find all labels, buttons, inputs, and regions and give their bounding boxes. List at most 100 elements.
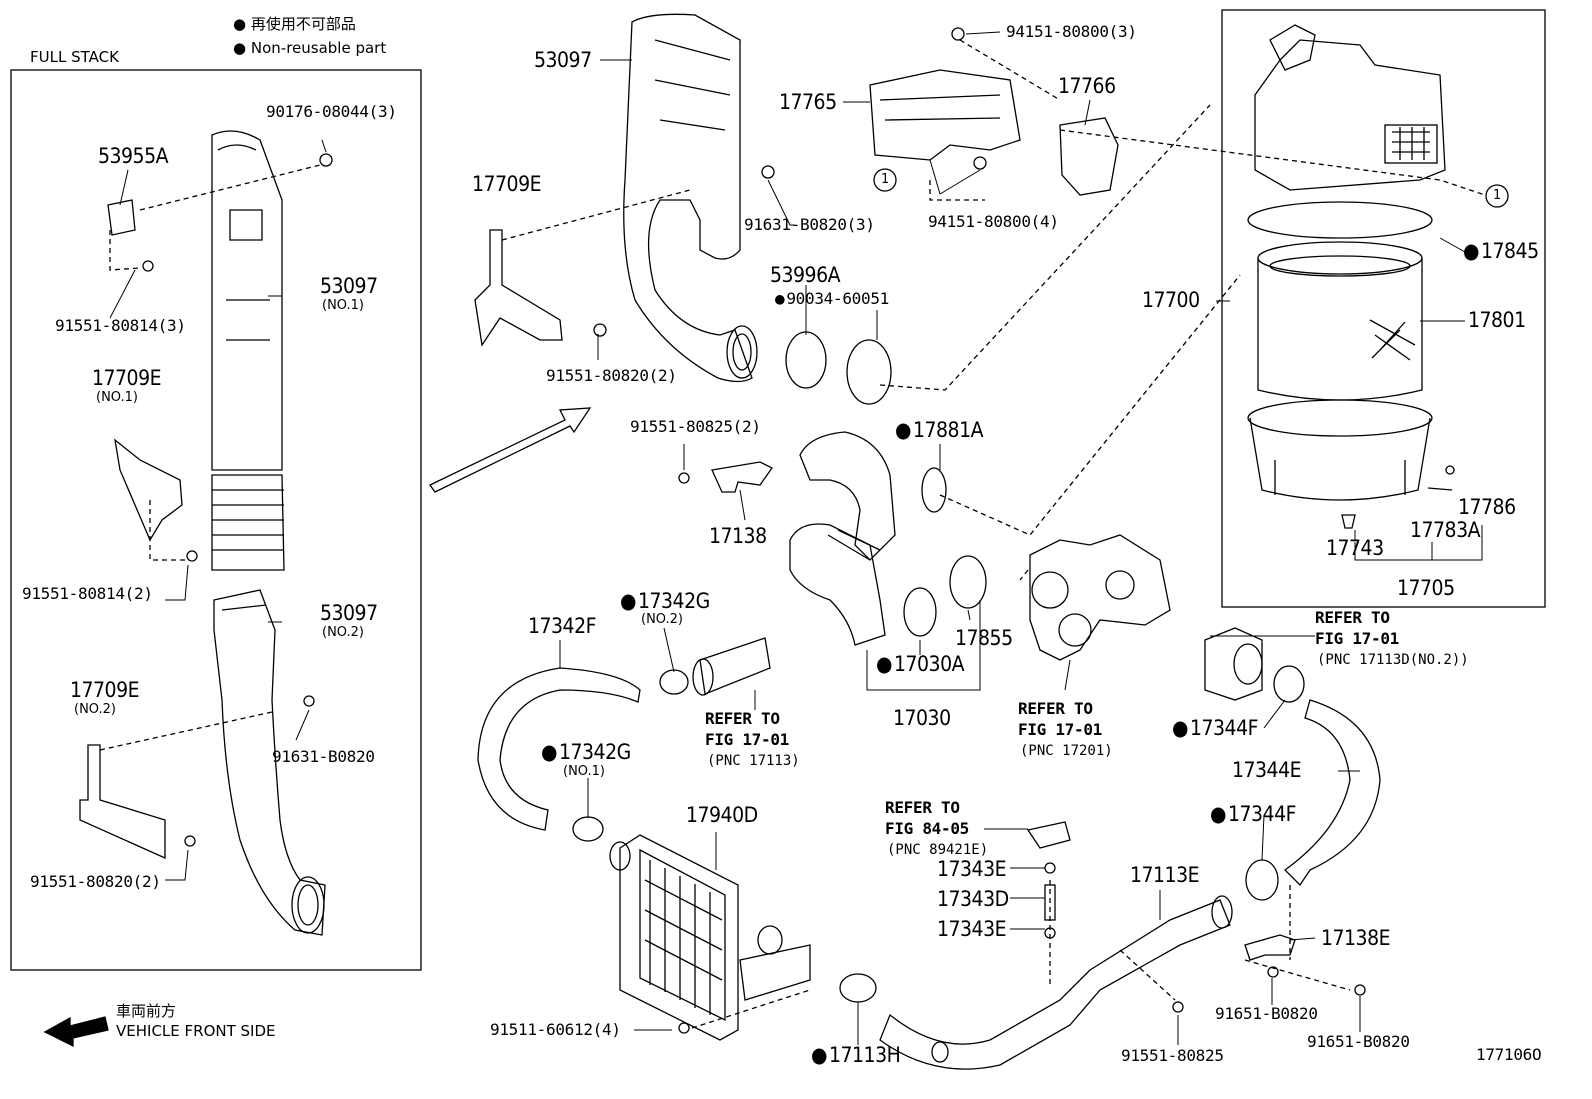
full-stack-frame	[10, 69, 422, 971]
part-53955A: 53955A	[98, 144, 169, 168]
circle-callout-b: 1	[1493, 188, 1502, 203]
ref-89421E-line1: REFER TO	[885, 798, 960, 817]
part-17709E-main: 17709E	[472, 172, 542, 196]
part-94151-80800-3: 94151-80800(3)	[1006, 22, 1137, 41]
ref-89421E-line2: FIG 84-05	[885, 819, 969, 838]
part-91551-80814-2: 91551-80814(2)	[22, 584, 153, 603]
circle-callout-shape-a	[873, 168, 897, 192]
pipe-17113E	[879, 899, 1231, 1070]
part-17030A: 17030A	[876, 654, 965, 675]
part-17344E: 17344E	[1232, 758, 1302, 782]
figure-id: 177106O	[1476, 1045, 1542, 1064]
part-91551-80825-2: 91551-80825(2)	[630, 417, 761, 436]
part-17113H: 17113H	[811, 1045, 901, 1066]
part-17881A: 17881A	[895, 420, 984, 441]
front-label-en: VEHICLE FRONT SIDE	[116, 1022, 276, 1040]
part-17743: 17743	[1326, 536, 1384, 560]
main-bracket-shape	[474, 229, 607, 347]
legend-en-text: Non-reusable part	[250, 39, 387, 57]
part-17786: 17786	[1458, 495, 1516, 519]
air-cleaner-frame	[1221, 9, 1546, 608]
snorkel-upper-shape	[211, 130, 285, 571]
part-53996A: 53996A	[770, 263, 841, 287]
ref-17113-line3: (PNC 17113)	[707, 753, 800, 769]
front-arrow	[43, 1016, 109, 1048]
part-53097-no1-sub: (NO.1)	[322, 298, 364, 313]
ref-17113-line1: REFER TO	[705, 709, 780, 728]
part-17801: 17801	[1468, 308, 1526, 332]
legend-jp-dot: ●	[233, 15, 247, 33]
part-17344F-b: 17344F	[1210, 804, 1296, 825]
legend-en-dot: ●	[233, 39, 247, 57]
part-17030: 17030	[893, 706, 951, 730]
main-snorkel-shape	[623, 13, 758, 383]
part-17845: 17845	[1463, 241, 1539, 262]
part-94151-80800-4: 94151-80800(4)	[928, 212, 1059, 231]
fullstack-hardware	[79, 153, 333, 860]
part-90176-08044: 90176-08044(3)	[266, 102, 397, 121]
circle-callout-a: 1	[881, 172, 890, 187]
part-17344F-a: 17344F	[1172, 718, 1258, 739]
ref-17201-line3: (PNC 17201)	[1020, 743, 1113, 759]
ref-17113D-line2: FIG 17-01	[1315, 629, 1399, 648]
front-label-jp: 車両前方	[116, 1002, 177, 1020]
intercooler-shape	[609, 834, 811, 1041]
legend-en: ● Non-reusable part	[233, 41, 386, 56]
ref-17201-line1: REFER TO	[1018, 699, 1093, 718]
flange-17113D	[1204, 627, 1263, 701]
turbo-shape	[1029, 534, 1171, 661]
part-91631-B0820-fs: 91631-B0820	[272, 747, 375, 766]
circle-callout-shape-b	[1485, 184, 1509, 208]
part-53097-no2: 53097	[320, 601, 378, 625]
part-53097-no1: 53097	[320, 274, 378, 298]
ref-17113D-line3: (PNC 17113D(NO.2))	[1317, 652, 1469, 668]
part-17113E: 17113E	[1130, 863, 1200, 887]
ref-17113D-line1: REFER TO	[1315, 608, 1390, 627]
part-17765: 17765	[779, 90, 837, 114]
part-17342F: 17342F	[528, 614, 596, 638]
bracket-17765	[869, 69, 1021, 161]
part-53097-main: 53097	[534, 48, 592, 72]
pipe-17113	[699, 637, 771, 695]
air-cleaner-shape	[1247, 24, 1446, 501]
part-91551-80825: 91551-80825	[1121, 1046, 1224, 1065]
part-53097-no2-sub: (NO.2)	[322, 625, 364, 640]
part-17342G-no2-sub: (NO.2)	[641, 612, 683, 627]
part-91551-80820-2-fs: 91551-80820(2)	[30, 872, 161, 891]
part-17705: 17705	[1397, 576, 1455, 600]
part-17343E-b: 17343E	[937, 917, 1007, 941]
bracket-17138	[711, 461, 773, 493]
part-17342G-no1: 17342G	[541, 742, 631, 763]
direction-arrow	[429, 407, 592, 493]
hose-17342F	[477, 667, 641, 831]
part-91651-B0820-a: 91651-B0820	[1215, 1004, 1318, 1023]
part-91551-80820-2-main: 91551-80820(2)	[546, 366, 677, 385]
part-17343E-a: 17343E	[937, 857, 1007, 881]
bracket-17766	[1059, 117, 1119, 196]
part-17709E-no1-sub: (NO.1)	[96, 390, 138, 405]
part-17783A: 17783A	[1410, 518, 1481, 542]
ref-89421E-line3: (PNC 89421E)	[887, 842, 989, 858]
part-17342G-no1-sub: (NO.1)	[563, 764, 605, 779]
ref-17201-line2: FIG 17-01	[1018, 720, 1102, 739]
bracket-17138E	[1244, 934, 1296, 961]
legend-jp: ● 再使用不可部品	[233, 17, 356, 32]
part-91551-80814-3: 91551-80814(3)	[55, 316, 186, 335]
part-17766: 17766	[1058, 74, 1116, 98]
part-17855: 17855	[955, 626, 1013, 650]
part-91511-60612-4: 91511-60612(4)	[490, 1020, 621, 1039]
sensor-89421E	[1026, 821, 1071, 849]
full-stack-title: FULL STACK	[30, 48, 119, 66]
part-17138: 17138	[709, 524, 767, 548]
part-91631-B0820-3: 91631-B0820(3)	[744, 215, 875, 234]
part-17342G-no2: 17342G	[620, 591, 710, 612]
part-17709E-no1: 17709E	[92, 366, 162, 390]
part-17343D: 17343D	[937, 887, 1009, 911]
part-17138E: 17138E	[1321, 926, 1391, 950]
ref-17113-line2: FIG 17-01	[705, 730, 789, 749]
part-17940D: 17940D	[686, 803, 758, 827]
intake-hose-shape	[789, 431, 896, 646]
hose-17344E	[1284, 699, 1381, 887]
part-90034-60051: 90034-60051	[775, 291, 889, 307]
part-17700: 17700	[1142, 288, 1200, 312]
